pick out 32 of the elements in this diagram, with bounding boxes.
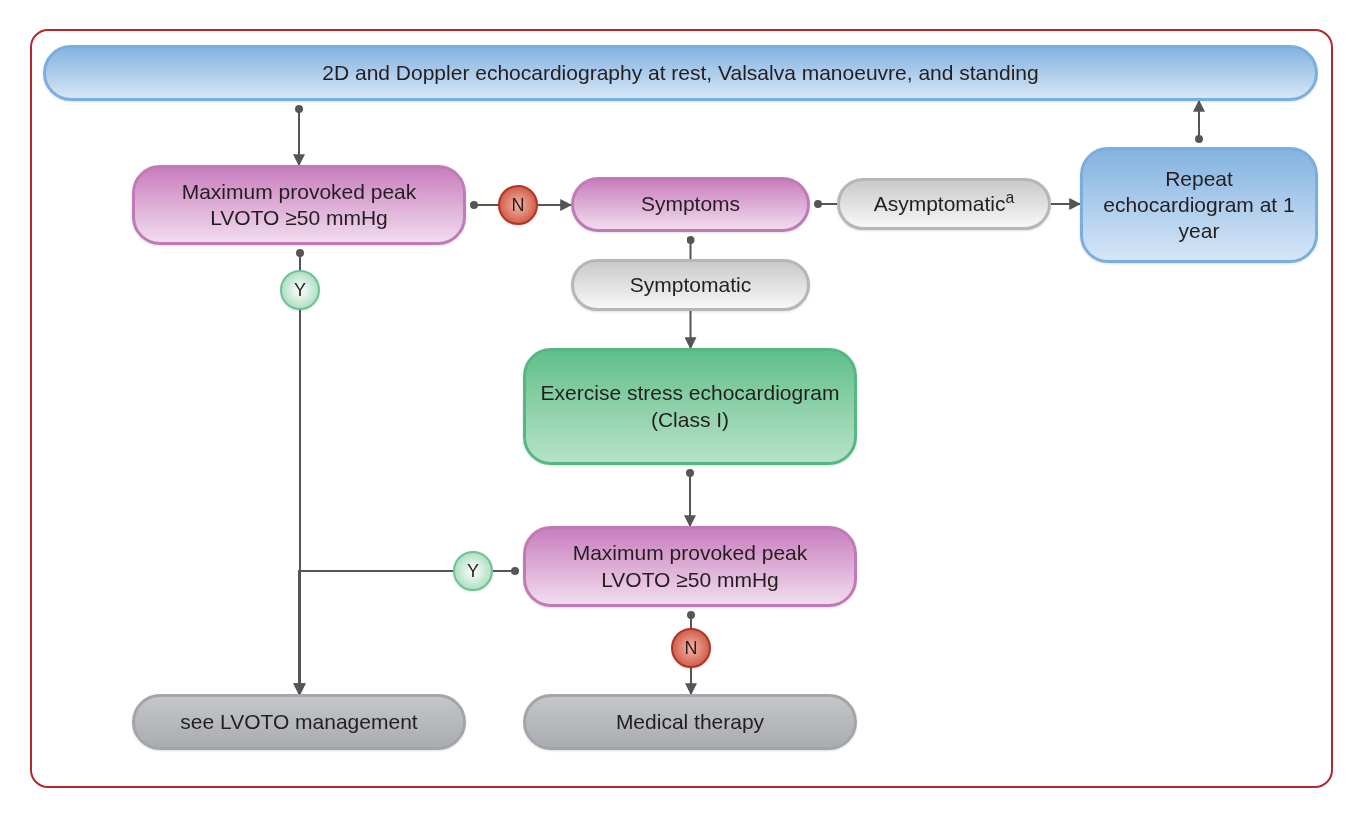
arrow: [537, 199, 573, 211]
decision-box: [523, 526, 857, 607]
arrow: [1050, 198, 1082, 210]
test-box: [523, 348, 857, 465]
node-text: Symptoms: [640, 191, 741, 218]
process-box: [1080, 147, 1318, 263]
node-text: Repeat echocardiogram at 1 year: [1102, 165, 1296, 245]
arrow: [1193, 99, 1205, 143]
arrow: [684, 310, 697, 350]
node-text: Maximum provoked peak LVOTO ≥50 mmHg: [180, 178, 418, 231]
arrow: [293, 105, 305, 167]
node-text: Exercise stress echocardiogram (Class I): [539, 380, 841, 433]
decision-box: [132, 165, 466, 245]
node-text: Asymptomatic$^{a}$: [873, 190, 1015, 217]
node-text: Medical therapy: [615, 708, 765, 735]
arrow: [684, 469, 696, 528]
node-text: Y: [294, 278, 306, 302]
result-box: [132, 694, 466, 750]
node-text: Maximum provoked peak LVOTO ≥50 mmHg: [571, 540, 809, 593]
node-text: see LVOTO management: [180, 708, 418, 735]
outcome-box: [571, 259, 810, 311]
node-text: N: [684, 636, 698, 660]
decision-box: [571, 177, 810, 232]
arrow: [293, 570, 454, 696]
node-text: 2D and Doppler echocardiography at rest, Valsalva manoeuvre, and standing: [322, 59, 1039, 86]
arrow: [685, 667, 697, 696]
result-box: [523, 694, 857, 750]
node-text: Symptomatic: [629, 271, 752, 298]
node-text: N: [511, 193, 525, 217]
outcome-box: [837, 178, 1051, 230]
node-text: Y: [467, 559, 479, 583]
process-box: [43, 45, 1318, 101]
